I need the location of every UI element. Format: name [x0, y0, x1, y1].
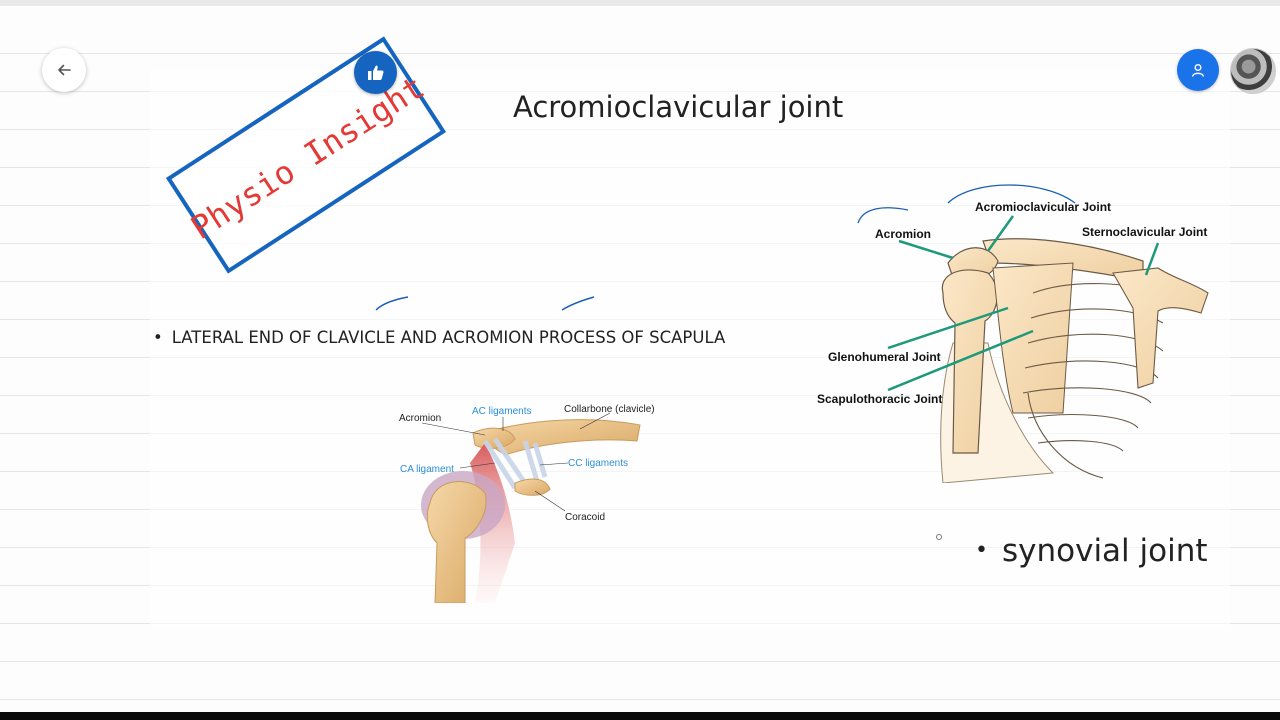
- label-acromion-large: Acromion: [875, 227, 931, 241]
- label-ac-ligaments: AC ligaments: [472, 406, 531, 417]
- bullet-text: synovial joint: [1001, 533, 1208, 569]
- top-bar: [0, 0, 1280, 6]
- bullet-synovial-joint: • synovial joint: [975, 533, 1208, 569]
- bullet-text: LATERAL END OF CLAVICLE AND ACROMION PRO…: [171, 328, 726, 347]
- back-button[interactable]: [42, 48, 86, 92]
- label-collarbone: Collarbone (clavicle): [564, 404, 655, 415]
- label-cc-ligaments: CC ligaments: [568, 458, 628, 469]
- bullet-dot: •: [975, 538, 988, 563]
- label-acromioclavicular-joint: Acromioclavicular Joint: [975, 200, 1111, 214]
- arrow-left-icon: [58, 64, 71, 76]
- label-scapulothoracic-joint: Scapulothoracic Joint: [817, 392, 942, 406]
- slide-title: Acromioclavicular joint: [513, 90, 844, 124]
- label-coracoid: Coracoid: [565, 512, 605, 523]
- shoulder-joints-diagram: Acromion Acromioclavicular Joint Sternoc…: [817, 184, 1209, 483]
- thumbs-up-icon: [367, 65, 384, 80]
- person-icon: [1192, 64, 1204, 77]
- user-button[interactable]: [1177, 49, 1219, 91]
- label-glenohumeral-joint: Glenohumeral Joint: [828, 350, 941, 364]
- ac-ligaments-diagram: Acromion AC ligaments Collarbone (clavic…: [399, 404, 655, 603]
- bullet-dot: •: [153, 328, 163, 347]
- label-ca-ligament: CA ligament: [400, 464, 454, 475]
- pointer-dot: [936, 534, 942, 540]
- bullet-lateral-end: • LATERAL END OF CLAVICLE AND ACROMION PR…: [153, 328, 725, 347]
- label-sternoclavicular-joint: Sternoclavicular Joint: [1082, 225, 1207, 239]
- pen-annotations: [375, 296, 595, 311]
- watermark-stamp: Physio Insight: [165, 36, 447, 274]
- avatar[interactable]: [1230, 48, 1276, 94]
- label-acromion: Acromion: [399, 413, 441, 424]
- like-button[interactable]: [354, 51, 397, 94]
- bottom-bar: [0, 712, 1280, 720]
